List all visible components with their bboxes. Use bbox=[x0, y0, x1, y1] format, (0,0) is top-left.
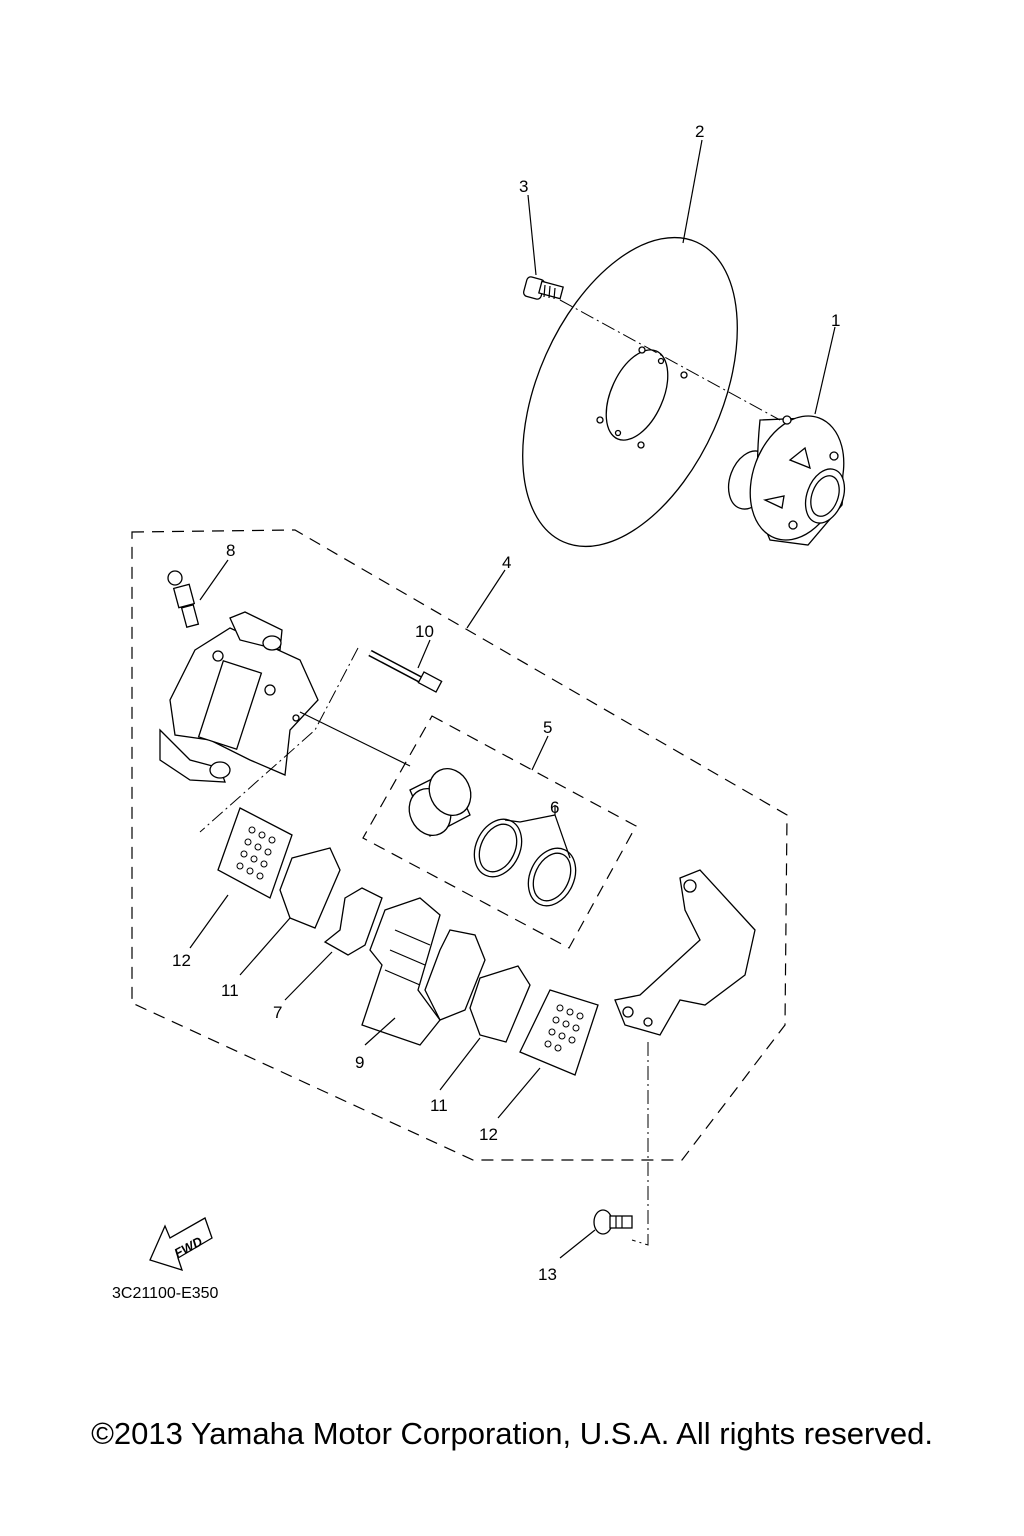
label-6: 6 bbox=[550, 798, 559, 817]
caliper-pin bbox=[368, 649, 443, 693]
brake-hub bbox=[727, 415, 846, 546]
leader-lines bbox=[189, 139, 836, 1259]
fwd-arrow-icon: FWD bbox=[149, 1217, 213, 1271]
bolt-centerline bbox=[559, 299, 781, 421]
pad-shim bbox=[424, 929, 486, 1021]
pin-centerline bbox=[199, 647, 359, 833]
label-10: 10 bbox=[415, 622, 434, 641]
label-9: 9 bbox=[355, 1053, 364, 1072]
brake-disc bbox=[522, 236, 738, 548]
seal-kit-boundary bbox=[362, 715, 637, 949]
bracket-bolt bbox=[593, 1209, 633, 1235]
pad-spring bbox=[323, 887, 383, 956]
piston bbox=[408, 768, 472, 837]
disc-bolt bbox=[522, 276, 564, 300]
label-12-left: 12 bbox=[172, 951, 191, 970]
bleed-screw bbox=[167, 570, 200, 629]
label-1: 1 bbox=[831, 311, 840, 330]
bracket-bolt-centerline bbox=[631, 1042, 649, 1246]
pad-support bbox=[361, 897, 441, 1046]
label-13: 13 bbox=[538, 1265, 557, 1284]
label-3: 3 bbox=[519, 177, 528, 196]
caliper-body bbox=[159, 611, 319, 783]
label-4: 4 bbox=[502, 553, 511, 572]
label-5: 5 bbox=[543, 718, 552, 737]
brake-pad-left bbox=[279, 847, 341, 929]
caliper-bracket bbox=[614, 869, 756, 1036]
label-12-right: 12 bbox=[479, 1125, 498, 1144]
label-2: 2 bbox=[695, 122, 704, 141]
piston-seals bbox=[473, 818, 577, 907]
drawing-code: 3C21100-E350 bbox=[112, 1285, 219, 1302]
piston-centerline bbox=[299, 711, 411, 767]
label-11-right: 11 bbox=[430, 1096, 448, 1115]
pad-insulator-right bbox=[519, 989, 599, 1076]
label-7: 7 bbox=[273, 1003, 282, 1022]
pad-insulator-left bbox=[217, 807, 293, 899]
pad-support-slots bbox=[384, 929, 431, 986]
brake-pad-right bbox=[469, 965, 531, 1043]
label-8: 8 bbox=[226, 541, 235, 560]
caliper-assembly-boundary bbox=[131, 529, 788, 1161]
label-11-left: 11 bbox=[221, 981, 239, 1000]
copyright-notice: ©2013 Yamaha Motor Corporation, U.S.A. A… bbox=[91, 1416, 933, 1451]
